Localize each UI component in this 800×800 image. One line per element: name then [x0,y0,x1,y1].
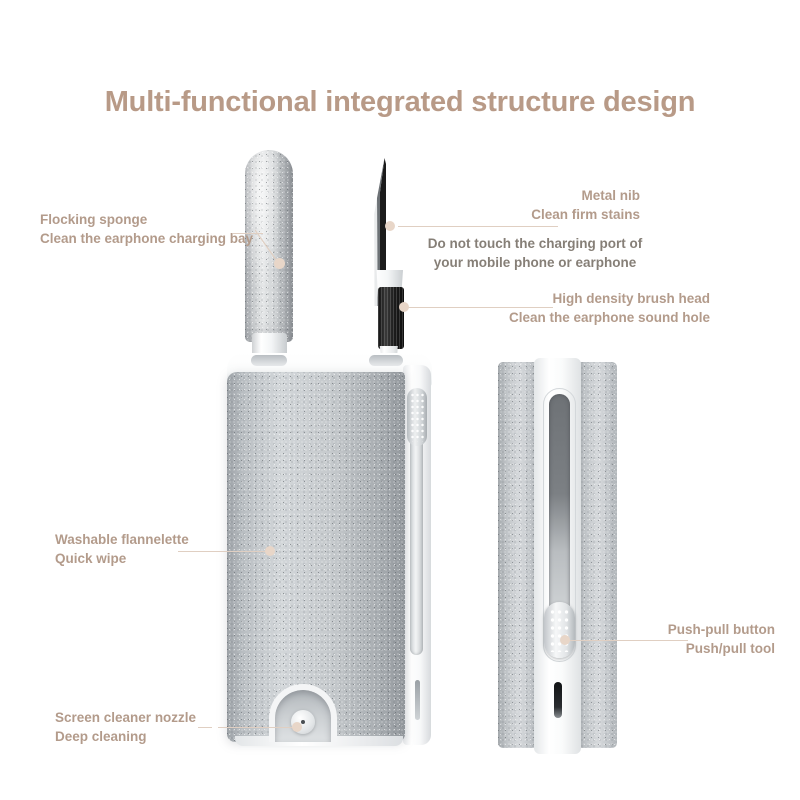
leader-line-flocking-sponge [233,233,263,234]
flannelette-panel-left [498,362,538,748]
annotation-flocking-sponge: Flocking sponge Clean the earphone charg… [40,210,253,248]
case-slot-sponge [251,355,287,366]
annotation-warning-line1: Do not touch the charging port of [427,236,643,251]
annotation-nozzle: Screen cleaner nozzle Deep cleaning [55,708,196,746]
annotation-flocking-sponge-line1: Flocking sponge [40,212,148,227]
metal-nib-blade [374,158,386,306]
annotation-brush-head-line1: High density brush head [552,291,710,306]
annotation-brush-head: High density brush head Clean the earpho… [460,289,710,327]
push-pull-slider-button-right[interactable] [544,602,575,658]
annotation-metal-nib: Metal nib Clean firm stains [400,186,640,224]
annotation-brush-head-line2: Clean the earphone sound hole [508,310,710,325]
flannelette-panel-right [577,362,617,748]
flannelette-texture-right-a [498,362,538,748]
leader-dot-flocking-sponge [274,258,285,269]
annotation-flannelette: Washable flannelette Quick wipe [55,530,189,568]
slider-track-outline [543,388,576,662]
flannelette-texture-right-b [577,362,617,748]
annotation-flannelette-line1: Washable flannelette [55,532,189,547]
leader-line-push-pull [568,640,688,641]
annotation-warning-line2: your mobile phone or earphone [433,255,637,270]
leader-dot-nozzle [292,722,302,732]
annotation-warning: Do not touch the charging port of your m… [420,234,650,272]
leader-dot-push-pull [560,635,570,645]
leader-line-nozzle [218,727,298,728]
charging-port-slot-right [554,682,562,718]
leader-line-nozzle-dash [198,727,212,728]
annotation-flocking-sponge-line2: Clean the earphone charging bay [40,231,254,246]
annotation-push-pull-line1: Push-pull button [667,622,775,637]
annotation-flannelette-line2: Quick wipe [55,551,127,566]
product-image-left-device [225,150,460,765]
sponge-texture [245,150,293,342]
annotation-metal-nib-line1: Metal nib [581,188,640,203]
high-density-brush-head [378,287,404,349]
leader-line-metal-nib [398,226,558,227]
slider-track-right [549,394,570,656]
annotation-push-pull: Push-pull button Push/pull tool [600,620,775,658]
product-image-right-device [498,358,618,762]
page-title: Multi-functional integrated structure de… [104,86,696,118]
flocking-sponge-tip [245,150,293,342]
leader-line-flannelette [178,551,273,552]
push-pull-slider-button-left[interactable] [407,388,427,446]
flannelette-case-body [227,372,405,742]
flannelette-texture [227,372,405,742]
annotation-nozzle-line2: Deep cleaning [55,729,147,744]
leader-dot-flannelette [265,546,275,556]
leader-line-brush-head [408,307,553,308]
leader-dot-metal-nib [385,221,395,231]
annotation-push-pull-line2: Push/pull tool [685,641,775,656]
leader-dot-brush-head [399,302,409,312]
slider-track-left [410,390,423,655]
charging-port-slot-left [415,680,420,720]
case-slot-tool [369,355,403,366]
annotation-metal-nib-line2: Clean firm stains [531,207,640,222]
annotation-nozzle-line1: Screen cleaner nozzle [55,710,197,725]
